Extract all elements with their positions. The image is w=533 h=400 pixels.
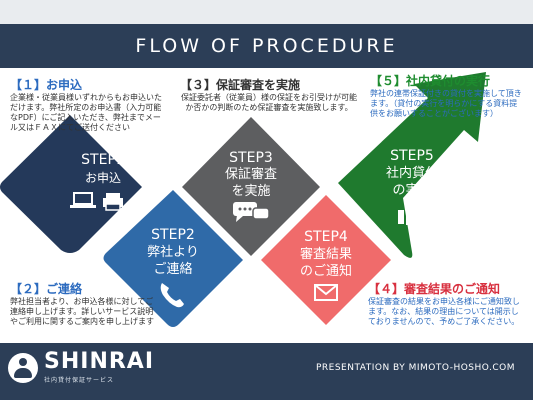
note-step5: 【５】社内貸付の実行 弊社の連帯保証付きの貸付を実施して頂きます。（貸付の実行を…: [370, 74, 522, 119]
note-step4-body: 保証審査の結果をお申込各様にご通知致します。なお、結果の理由については開示してお…: [368, 297, 520, 326]
step4-text1: 審査結果: [300, 247, 352, 262]
page-title: FLOW OF PROCEDURE: [135, 35, 398, 57]
note-step3-body: 保証委託者（従業員）様の保証をお引受けが可能か否かの判断のため保証審査を実施致し…: [181, 93, 357, 112]
chat-icon: [233, 202, 270, 222]
footer-bar: [0, 343, 533, 400]
step2-shape: [103, 190, 243, 327]
step3-text1: 保証審査: [225, 167, 277, 182]
step5-text1: 社内貸付: [386, 165, 438, 181]
note-step3: 【３】保証審査を実施 保証委託者（従業員）様の保証をお引受けが可能か否かの判断の…: [180, 78, 358, 113]
step3-shape: [182, 117, 320, 256]
step2-label: STEP2: [151, 227, 195, 243]
note-step1: 【１】お申込 企業様・従業員様いずれからもお申込いただけます。弊社所定のお申込書…: [10, 78, 162, 133]
note-step3-heading: 【３】保証審査を実施: [180, 78, 301, 92]
brand-subtitle: 社内貸付保証サービス: [44, 377, 115, 384]
note-step4: 【４】審査結果のご通知 保証審査の結果をお申込各様にご通知致します。なお、結果の…: [368, 282, 523, 327]
step5-node: STEP5 社内貸付 の実行: [338, 72, 486, 258]
step1-node: STEP1 お申込: [0, 115, 142, 253]
note-step1-body: 企業様・従業員様いずれからもお申込いただけます。弊社所定のお申込書（入力可能なP…: [10, 93, 162, 132]
step4-label: STEP4: [304, 229, 348, 245]
step3-node: STEP3 保証審査 を実施: [182, 117, 320, 256]
phone-icon: [160, 283, 184, 308]
step5-shape: [338, 72, 486, 258]
thumbs-up-icon: [398, 201, 425, 225]
laptop-printer-icon: [70, 192, 123, 211]
step4-node: STEP4 審査結果 のご通知: [261, 195, 391, 325]
note-step2-body: 弊社担当者より、お申込各様に対してご連絡申し上げます。詳しいサービス説明やご利用…: [10, 297, 154, 326]
step4-text2: のご通知: [300, 263, 352, 279]
step5-text2: の実行: [392, 182, 431, 198]
brand-person-icon: [8, 352, 38, 383]
top-band: [0, 0, 533, 24]
note-step2-heading: 【２】ご連絡: [10, 282, 83, 296]
note-step4-heading: 【４】審査結果のご通知: [368, 282, 501, 296]
note-step5-body: 弊社の連帯保証付きの貸付を実施して頂きます。（貸付の実行を明らかにする資料提供を…: [370, 89, 522, 118]
note-step2: 【２】ご連絡 弊社担当者より、お申込各様に対してご連絡申し上げます。詳しいサービ…: [10, 282, 155, 327]
step5-label: STEP5: [390, 148, 434, 164]
mail-icon: [314, 284, 338, 301]
step2-text1: 弊社より: [147, 244, 199, 260]
note-step5-heading: 【５】社内貸付の実行: [370, 74, 491, 88]
brand-logo: SHINRAI 社内貸付保証サービス: [8, 351, 154, 384]
step3-label: STEP3: [229, 150, 273, 166]
step3-text2: を実施: [231, 183, 270, 199]
step2-text2: ご連絡: [153, 261, 192, 277]
step1-shape: [0, 115, 142, 253]
brand-name: SHINRAI: [44, 349, 155, 374]
note-step1-heading: 【１】お申込: [10, 78, 83, 92]
presentation-credit: PRESENTATION BY MIMOTO-HOSHO.COM: [315, 363, 515, 373]
header-bar: FLOW OF PROCEDURE: [0, 24, 533, 68]
step2-node: STEP2 弊社より ご連絡: [103, 190, 243, 327]
step4-shape: [261, 195, 391, 325]
step1-label: STEP1: [81, 152, 125, 168]
step1-text: お申込: [85, 171, 121, 185]
